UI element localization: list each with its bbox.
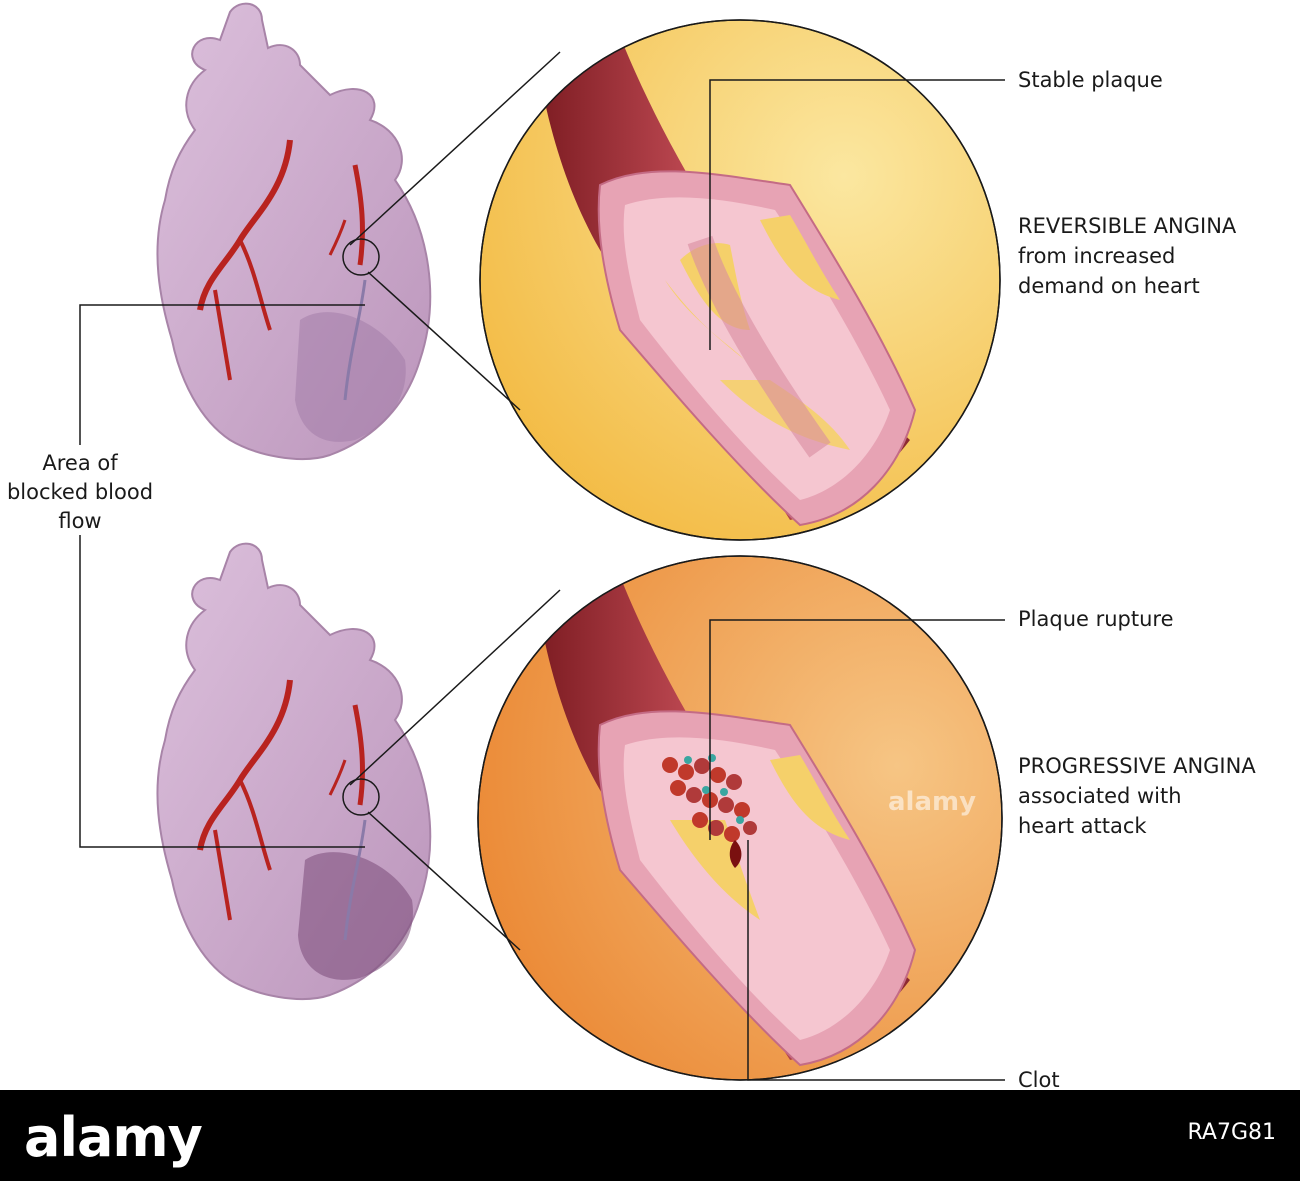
clot-label: Clot [1018, 1068, 1060, 1092]
plaque-rupture-label: Plaque rupture [1018, 607, 1174, 631]
progressive-angina-line2: heart attack [1018, 814, 1147, 838]
heart-bottom [156, 542, 432, 1001]
heart-top [156, 2, 432, 461]
illustration: alamy [79, 2, 1005, 1081]
reversible-angina-line2: demand on heart [1018, 274, 1200, 298]
clot-cells [662, 754, 757, 868]
reversible-angina-title: REVERSIBLE ANGINA [1018, 214, 1237, 238]
stable-plaque-label: Stable plaque [1018, 68, 1163, 92]
area-label-line1: Area of [42, 451, 118, 475]
image-id: RA7G81 [1187, 1120, 1276, 1145]
progressive-angina-title: PROGRESSIVE ANGINA [1018, 754, 1256, 778]
area-label-line3: flow [58, 509, 102, 533]
progressive-angina-panel [477, 555, 1003, 1081]
reversible-angina-line1: from increased [1018, 244, 1176, 268]
progressive-angina-line1: associated with [1018, 784, 1182, 808]
stable-plaque-panel [479, 19, 1001, 541]
alamy-logo: alamy [24, 1106, 203, 1169]
footer-bar: alamy RA7G81 [0, 1090, 1300, 1181]
watermark: alamy [888, 787, 976, 817]
leader-lines [79, 51, 1005, 1081]
area-label-line2: blocked blood [6, 480, 154, 504]
